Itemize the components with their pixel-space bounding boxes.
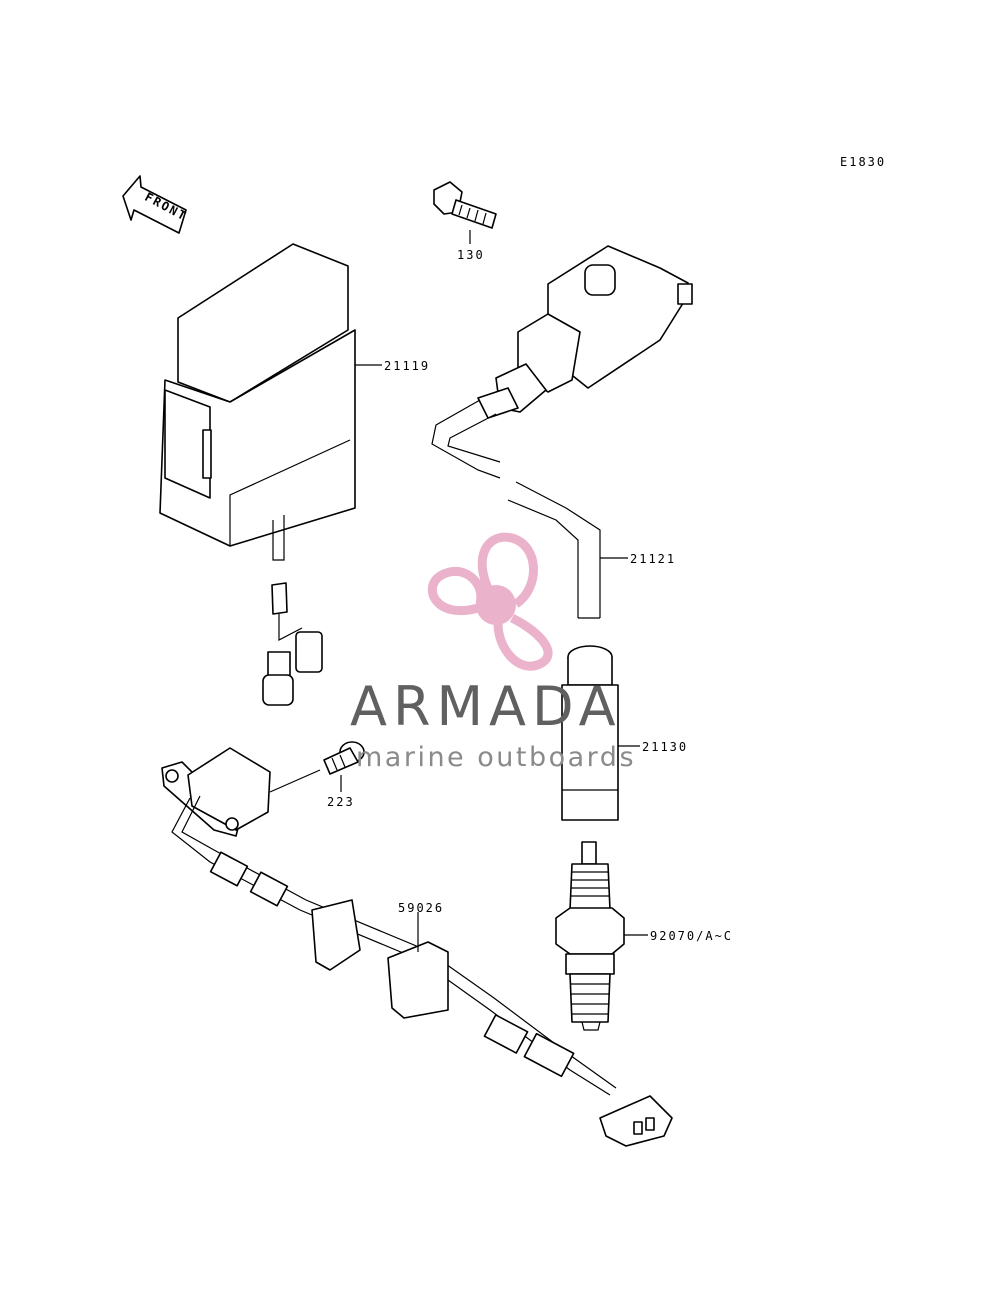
spark-plug-92070 — [555, 841, 625, 1031]
plug-cap-21130 — [561, 645, 619, 821]
pickup-coil-59026 — [161, 747, 673, 1147]
callout-21121: 21121 — [630, 552, 676, 566]
callout-130: 130 — [457, 248, 485, 262]
cdi-unit-21119 — [159, 243, 356, 706]
front-arrow-icon: FRONT — [122, 175, 190, 234]
watermark-title: ARMADA — [350, 675, 622, 738]
callout-92070: 92070/A~C — [650, 929, 733, 943]
ignition-coil-21121 — [431, 245, 693, 619]
bolt-130 — [433, 181, 497, 244]
callout-223: 223 — [327, 795, 355, 809]
diagram-code: E1830 — [840, 155, 886, 169]
callout-21119: 21119 — [384, 359, 430, 373]
callout-21130: 21130 — [642, 740, 688, 754]
watermark-subtitle: marine outboards — [356, 742, 637, 773]
screw-223 — [323, 741, 365, 792]
callout-59026: 59026 — [398, 901, 444, 915]
watermark-logo-icon — [427, 532, 553, 671]
